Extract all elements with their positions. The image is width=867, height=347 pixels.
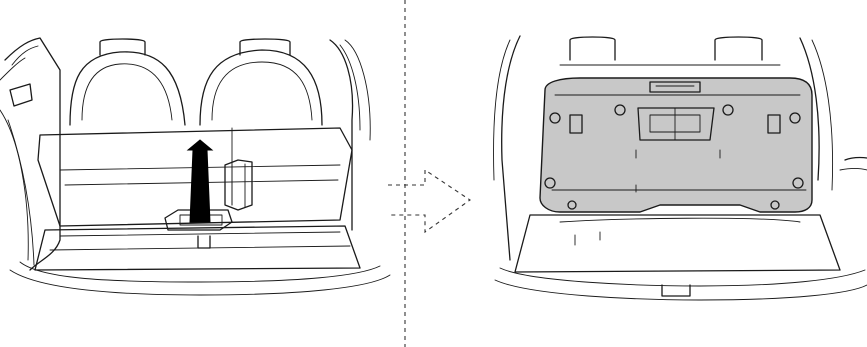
bolt-icon <box>549 112 561 124</box>
seatback-right <box>199 49 323 126</box>
seat-top-handle <box>649 81 701 93</box>
bolt-icon <box>614 104 626 116</box>
up-arrow-icon <box>186 139 214 223</box>
dashed-right-arrow-icon <box>388 168 471 234</box>
bolt-icon <box>770 200 780 210</box>
bolt-icon <box>789 112 801 124</box>
slot-right <box>767 114 781 134</box>
bolt-icon <box>792 177 804 189</box>
bolt-icon <box>544 177 556 189</box>
right-headrest-right <box>714 36 763 61</box>
bolt-icon <box>567 200 577 210</box>
right-panel-right-pillar <box>799 37 820 181</box>
right-floor-latch <box>661 284 691 297</box>
left-pillar <box>4 37 61 271</box>
headrest-left <box>99 38 146 56</box>
seat-hinge-bracket <box>224 159 253 211</box>
right-panel-left-pillar <box>501 35 521 261</box>
right-headrest-left <box>569 36 616 61</box>
seat-underside-panel <box>539 77 813 213</box>
center-bracket <box>637 107 715 141</box>
headrest-right <box>239 38 291 56</box>
seatback-left <box>69 51 186 126</box>
right-cargo-floor <box>514 214 841 273</box>
folded-seat-surface <box>37 127 353 227</box>
cargo-floor <box>34 225 361 271</box>
seat-release-strap <box>164 209 233 231</box>
slot-left <box>569 114 583 134</box>
right-pillar <box>329 39 354 231</box>
right-panel <box>493 35 867 301</box>
left-panel <box>0 37 391 296</box>
bolt-icon <box>722 104 734 116</box>
latch-left <box>9 83 33 107</box>
